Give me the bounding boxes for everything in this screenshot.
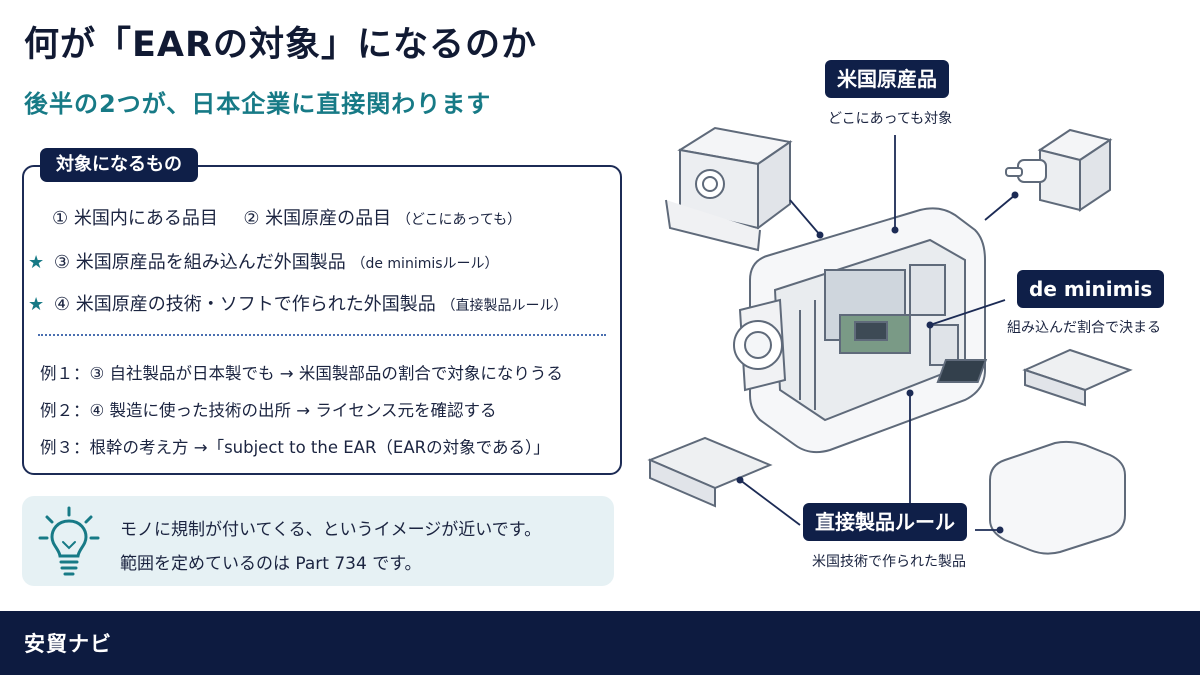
target-line-1: ① 米国内にある品目 ② 米国原産の品目 （どこにあっても） (52, 204, 521, 230)
example-1: 例１：③ 自社製品が日本製でも → 米国製部品の割合で対象になりうる (40, 364, 563, 383)
divider (38, 334, 606, 336)
callout-direct-product: 直接製品ルール (803, 503, 967, 541)
target-item-3-text: ③ 米国原産品を組み込んだ外国製品 (53, 252, 346, 273)
target-item-4-note: （直接製品ルール） (441, 298, 568, 314)
component-chip-right (936, 348, 1133, 407)
example-3: 例３：根幹の考え方 →「subject to the EAR（EARの対象である… (40, 438, 550, 457)
tip-line-1: モノに規制が付いてくる、というイメージが近いです。 (120, 520, 542, 540)
footer-bar (0, 611, 1200, 675)
component-cube (665, 126, 793, 252)
target-item-1: ① 米国内にある品目 (52, 208, 218, 229)
target-item-3: ★ ③ 米国原産品を組み込んだ外国製品 （de minimisルール） (28, 248, 499, 274)
component-main-device (733, 207, 986, 454)
callout-us-origin-sub: どこにあっても対象 (828, 111, 953, 127)
component-board (647, 436, 773, 508)
tip-box (22, 496, 614, 586)
target-item-4: ★ ④ 米国原産の技術・ソフトで作られた外国製品 （直接製品ルール） (28, 290, 567, 316)
target-item-2: ② 米国原産の品目 (243, 208, 392, 229)
component-block (989, 440, 1126, 555)
tip-line-2: 範囲を定めているのは Part 734 です。 (120, 554, 422, 574)
product-illustration (647, 126, 1133, 555)
page-title: 何が「EARの対象」になるのか (24, 25, 537, 65)
brand-name: 安貿ナビ (24, 632, 112, 656)
targets-box (22, 165, 622, 475)
targets-tag: 対象になるもの (40, 148, 198, 182)
lightbulb-icon (38, 506, 100, 576)
target-item-2-note: （どこにあっても） (396, 212, 522, 228)
example-2: 例２：④ 製造に使った技術の出所 → ライセンス元を確認する (40, 401, 497, 420)
star-icon: ★ (28, 294, 45, 315)
target-item-4-text: ④ 米国原産の技術・ソフトで作られた外国製品 (53, 294, 436, 315)
callout-us-origin: 米国原産品 (825, 60, 949, 98)
callout-de-minimis-sub: 組み込んだ割合で決まる (1007, 320, 1161, 336)
callout-direct-product-sub: 米国技術で作られた製品 (812, 554, 966, 570)
component-motor (1005, 128, 1113, 212)
target-item-3-note: （de minimisルール） (351, 256, 499, 272)
star-icon: ★ (28, 252, 45, 273)
page-subtitle: 後半の2つが、日本企業に直接関わります (24, 90, 492, 118)
callout-de-minimis: de minimis (1017, 270, 1165, 308)
